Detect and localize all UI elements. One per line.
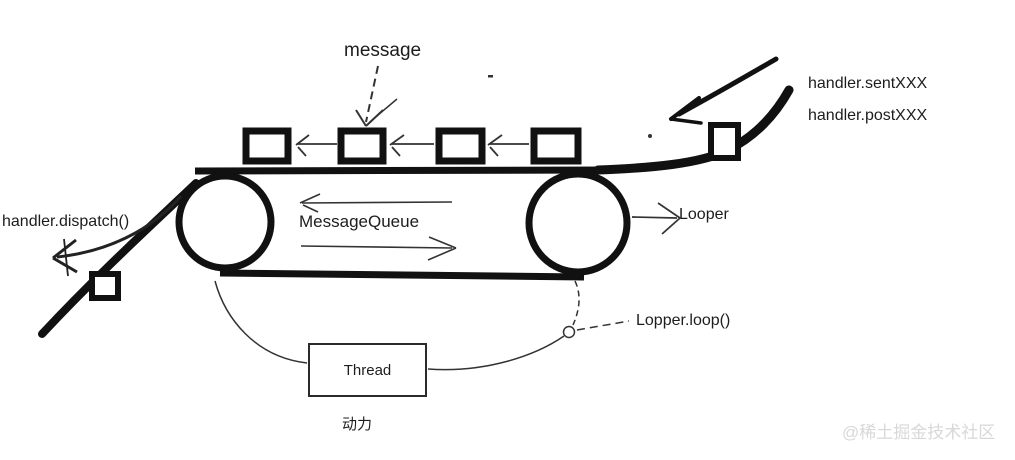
box-link-arrow-2 — [389, 134, 434, 157]
stray-mark-1 — [488, 75, 493, 78]
thread-connector-left — [214, 280, 308, 364]
message-label: message — [344, 40, 422, 61]
belt-top-line — [194, 166, 615, 175]
box-link-arrow-3 — [487, 134, 529, 157]
handler-sent-label: handler.sentXXX — [808, 75, 928, 92]
outgoing-message-box — [89, 271, 121, 301]
box-link-arrow-1 — [295, 134, 337, 157]
thread-connector-right — [427, 335, 565, 371]
dispatch-arrow — [52, 195, 183, 277]
message-box-3 — [435, 127, 486, 165]
message-box-1 — [242, 127, 292, 165]
loop-attach-point — [562, 325, 576, 339]
incoming-message-box — [708, 122, 741, 161]
message-pointer-arrow — [355, 65, 398, 127]
queue-arrow-left — [299, 193, 453, 213]
looper-pointer-arrow — [631, 202, 681, 235]
incoming-arrow — [669, 56, 779, 125]
handler-dispatch-label: handler.dispatch() — [2, 213, 130, 230]
message-queue-label: MessageQueue — [299, 212, 420, 231]
watermark-text: @稀土掘金技术社区 — [842, 423, 996, 442]
handler-post-label: handler.postXXX — [808, 107, 928, 124]
stray-mark-2 — [648, 134, 652, 138]
power-label: 动力 — [342, 416, 373, 433]
message-box-2 — [337, 127, 387, 165]
loop-leader-label — [576, 320, 630, 331]
left-wheel — [175, 172, 275, 272]
belt-bottom-line — [219, 269, 585, 281]
looper-label: Looper — [679, 206, 729, 223]
queue-arrow-right — [300, 236, 457, 261]
message-box-4 — [530, 127, 582, 165]
loop-leader-up — [572, 280, 580, 326]
thread-box: Thread — [308, 343, 427, 397]
thread-label: Thread — [343, 361, 392, 379]
right-wheel-looper — [525, 170, 631, 276]
looper-loop-label: Lopper.loop() — [636, 312, 731, 329]
